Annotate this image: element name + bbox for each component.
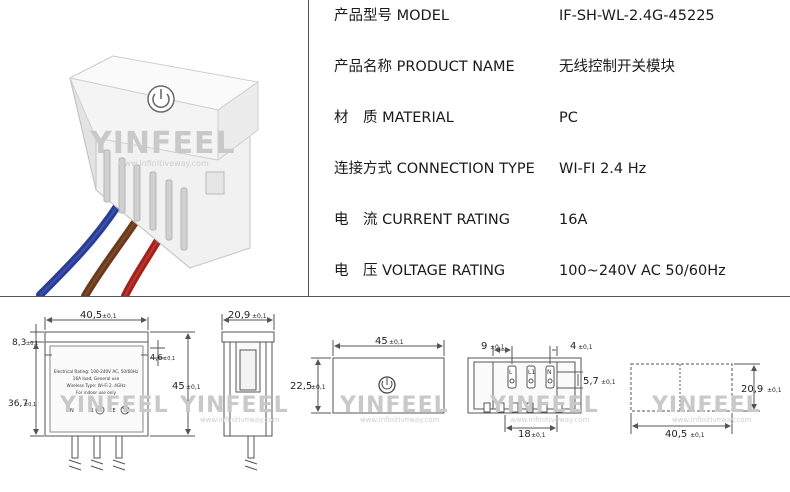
side-depth-label: 20,9 — [228, 310, 250, 321]
spec-value: 100~240V AC 50/60Hz — [559, 263, 726, 279]
vent-slots — [103, 149, 188, 251]
certification-icons: CE — [95, 405, 130, 415]
outline-width-tol: ±0,1 — [690, 432, 705, 439]
rating-label: Electrical Rating: 100-240V AC, 50/60Hz … — [54, 369, 139, 414]
bottom-view: L L1 N 9 ±0,1 — [467, 341, 616, 440]
front-width-tol: ±0,1 — [102, 313, 117, 320]
terminal-label-l: L — [80, 408, 83, 414]
rating-line: Electrical Rating: 100-240V AC, 50/60Hz — [54, 369, 139, 374]
outline-height-tol: ±0,1 — [767, 387, 782, 394]
slot-label-l1: L1 — [528, 369, 535, 376]
bottom-left-gap-tol: ±0,1 — [490, 344, 505, 351]
side-clip — [205, 171, 225, 195]
horizontal-divider — [0, 296, 790, 297]
blue-wire — [36, 201, 122, 299]
side-depth-tol: ±0,1 — [252, 313, 267, 320]
spec-label: 产品名称 PRODUCT NAME — [334, 59, 515, 75]
svg-text:CE: CE — [109, 408, 116, 414]
front-height-label: 45 — [172, 381, 185, 392]
terminal-slots — [507, 365, 555, 389]
terminal-label-n: N — [70, 408, 74, 414]
spec-label: 材 质 MATERIAL — [334, 110, 454, 126]
top-height-label: 22,5 — [290, 381, 312, 392]
top-length-tol: ±0,1 — [389, 339, 404, 346]
front-top-offset-label: 8,3 — [12, 338, 26, 348]
bottom-right-gap-label: 4 — [570, 341, 576, 352]
front-side-offset-label: 36,7 — [8, 399, 28, 409]
front-top-offset-tol: ±0,1 — [26, 341, 38, 347]
outline-width-label: 40,5 — [665, 429, 687, 440]
watermark-url: www.infinitiveway.com — [672, 416, 752, 424]
watermark-brand: YINFEEL — [339, 393, 449, 418]
spec-value: IF-SH-WL-2.4G-45225 — [559, 8, 715, 24]
bottom-pitch-tol: ±0,1 — [601, 379, 616, 386]
watermark-url: www.infinitiveway.com — [118, 159, 209, 168]
spec-label: 电 压 VOLTAGE RATING — [334, 263, 506, 279]
front-width-label: 40,5 — [80, 310, 102, 321]
watermark-brand: YINFEEL — [89, 126, 236, 161]
spec-value: PC — [559, 110, 578, 126]
top-view: 45 ±0,1 22,5 ±0,1 — [290, 336, 445, 414]
slot-label-n: N — [547, 369, 552, 376]
rating-line: Wireless Type: Wi-Fi 2. 4GHz — [66, 383, 126, 388]
bottom-left-gap-label: 9 — [481, 341, 487, 352]
terminal-pins — [68, 435, 126, 471]
watermark-url: www.infinitiveway.com — [200, 416, 280, 424]
watermark-url: www.infinitiveway.com — [360, 416, 440, 424]
watermark-url: www.infinitiveway.com — [510, 416, 590, 424]
power-button-icon — [147, 85, 175, 113]
spec-label: 连接方式 CONNECTION TYPE — [334, 161, 535, 177]
spec-label: 产品型号 MODEL — [334, 8, 449, 24]
bottom-span-tol: ±0,1 — [531, 432, 546, 439]
dimension-drawings: Electrical Rating: 100-240V AC, 50/60Hz … — [0, 297, 790, 488]
front-height-tol: ±0,1 — [186, 384, 201, 391]
watermark-brand: YINFEEL — [651, 393, 761, 418]
spec-value: 无线控制开关模块 — [559, 59, 675, 75]
bottom-vent-slots — [483, 402, 563, 413]
spec-value: 16A — [559, 212, 588, 228]
watermark-brand: YINFEEL — [489, 393, 599, 418]
front-tab-height-label: 4,6 — [150, 353, 163, 362]
side-view: 20,9 ±0,1 — [221, 310, 275, 471]
bottom-watermarks: YINFEEL YINFEEL www.infinitiveway.com YI… — [59, 393, 761, 424]
outline-view: 20,9 ±0,1 40,5 ±0,1 — [630, 363, 782, 440]
top-length-label: 45 — [375, 336, 388, 347]
slot-label-l: L — [509, 369, 513, 376]
bottom-span-label: 18 — [518, 429, 531, 440]
terminal-label-l1: L1 — [88, 408, 94, 414]
front-side-offset-tol: ±0,1 — [24, 402, 36, 408]
front-tab-height-tol: ±0,1 — [163, 356, 175, 362]
front-view: Electrical Rating: 100-240V AC, 50/60Hz … — [8, 310, 201, 471]
vertical-divider — [308, 0, 309, 296]
rating-line: 16A load, General use — [73, 376, 120, 381]
watermark-brand: YINFEEL — [179, 393, 289, 418]
spec-label: 电 流 CURRENT RATING — [334, 212, 510, 228]
watermark-brand: YINFEEL — [59, 393, 169, 418]
bottom-pitch-label: 5,7 — [583, 376, 599, 387]
module-body — [68, 55, 260, 270]
bottom-right-gap-tol: ±0,1 — [578, 344, 593, 351]
product-render: YINFEEL www.infinitiveway.com — [0, 0, 308, 300]
outline-height-label: 20,9 — [741, 384, 763, 395]
rating-line: For indoor use only — [76, 390, 117, 395]
spec-value: WI-FI 2.4 Hz — [559, 161, 647, 177]
top-height-tol: ±0,1 — [311, 384, 326, 391]
